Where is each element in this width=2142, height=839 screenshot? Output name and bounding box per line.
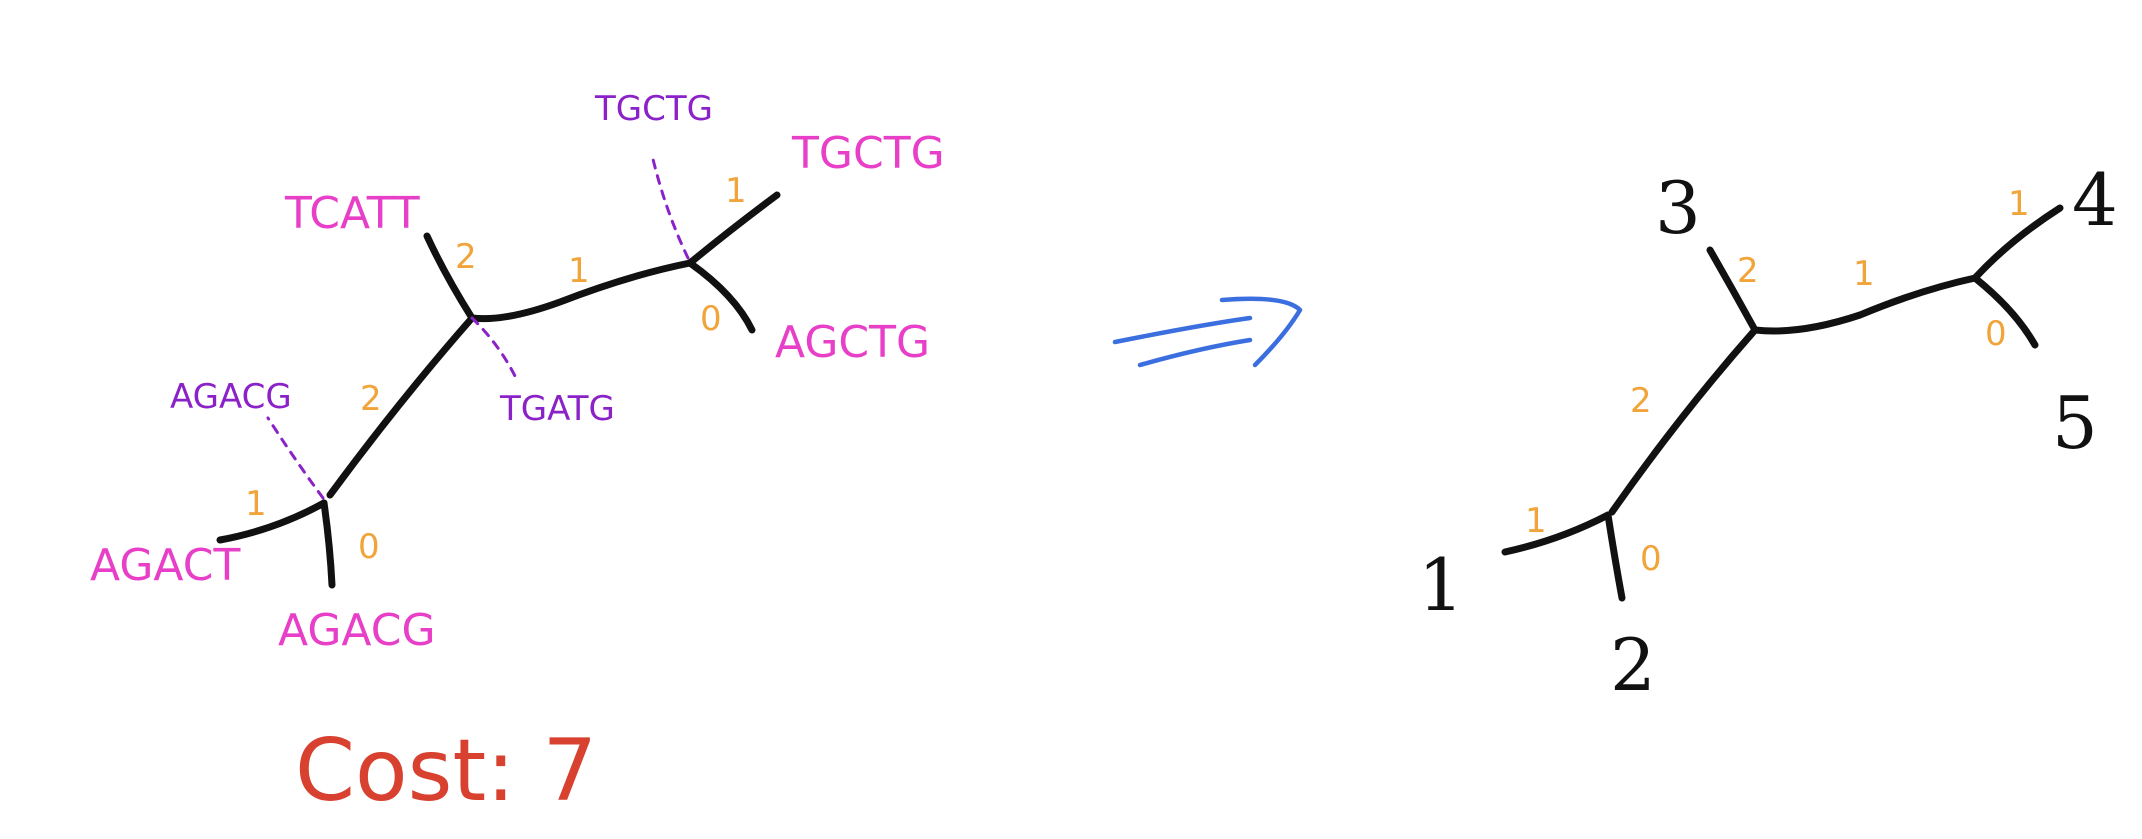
edge-internal-middle <box>468 259 694 323</box>
arrow-stroke-top <box>1112 315 1253 345</box>
leaf-label-tcatt: TCATT <box>284 188 420 239</box>
arrow-head <box>1219 296 1303 368</box>
dash-tgctg <box>650 153 690 260</box>
right-edge-diagonal <box>1608 326 1759 516</box>
right-weight-1: 1 <box>1525 501 1547 541</box>
dash-agacg <box>266 416 325 500</box>
edge-agact-leaf <box>216 499 328 544</box>
right-edge-2 <box>1604 511 1626 602</box>
ancestor-label-agacg: AGACG <box>170 377 292 417</box>
right-edge-4 <box>1971 204 2064 282</box>
weight-tgctg-edge: 1 <box>725 171 747 211</box>
leaf-label-agctg: AGCTG <box>775 317 930 368</box>
weight-agctg-edge: 0 <box>700 299 722 339</box>
right-tree: 1 2 3 4 5 2 1 1 0 2 1 0 <box>1418 158 2118 707</box>
edge-agctg-leaf <box>686 259 756 334</box>
right-weight-4: 1 <box>2008 184 2030 224</box>
arrow-stroke-bottom <box>1137 337 1253 368</box>
leaf-label-agact: AGACT <box>90 540 240 591</box>
dash-tgatg <box>470 316 519 382</box>
weight-agacg-edge: 0 <box>358 527 380 567</box>
right-weight-5: 0 <box>1985 314 2007 354</box>
leaf-label-tgctg: TGCTG <box>791 128 945 179</box>
weight-tcatt-edge: 2 <box>455 237 477 277</box>
leaf-number-1: 1 <box>1418 543 1464 627</box>
weight-agact-edge: 1 <box>245 484 267 524</box>
leaf-number-4: 4 <box>2072 158 2118 242</box>
leaf-label-agacg: AGACG <box>278 605 436 656</box>
right-edge-internal-middle <box>1751 274 1979 335</box>
right-weight-diagonal: 2 <box>1630 381 1652 421</box>
right-weight-middle: 1 <box>1853 254 1875 294</box>
ancestor-label-tgctg: TGCTG <box>594 89 713 129</box>
edge-agacg-leaf <box>320 499 336 589</box>
right-edge-1 <box>1501 511 1612 556</box>
weight-diagonal-edge: 2 <box>360 379 382 419</box>
right-edge-5 <box>1971 274 2039 349</box>
leaf-number-3: 3 <box>1655 166 1701 250</box>
ancestor-label-tgatg: TGATG <box>499 389 615 429</box>
edge-tgctg-leaf <box>686 191 781 267</box>
weight-middle-edge: 1 <box>568 251 590 291</box>
edge-diagonal <box>326 314 476 499</box>
right-edge-3 <box>1706 246 1759 334</box>
leaf-number-5: 5 <box>2052 381 2098 465</box>
cost-label: Cost: 7 <box>295 721 597 821</box>
edge-tcatt <box>423 232 476 322</box>
leaf-number-2: 2 <box>1610 623 1656 707</box>
left-tree: TCATT TGCTG AGCTG AGACT AGACG AGACG TGAT… <box>90 89 945 821</box>
right-weight-2: 0 <box>1640 539 1662 579</box>
right-weight-3: 2 <box>1737 251 1759 291</box>
transform-arrow <box>1112 296 1303 368</box>
